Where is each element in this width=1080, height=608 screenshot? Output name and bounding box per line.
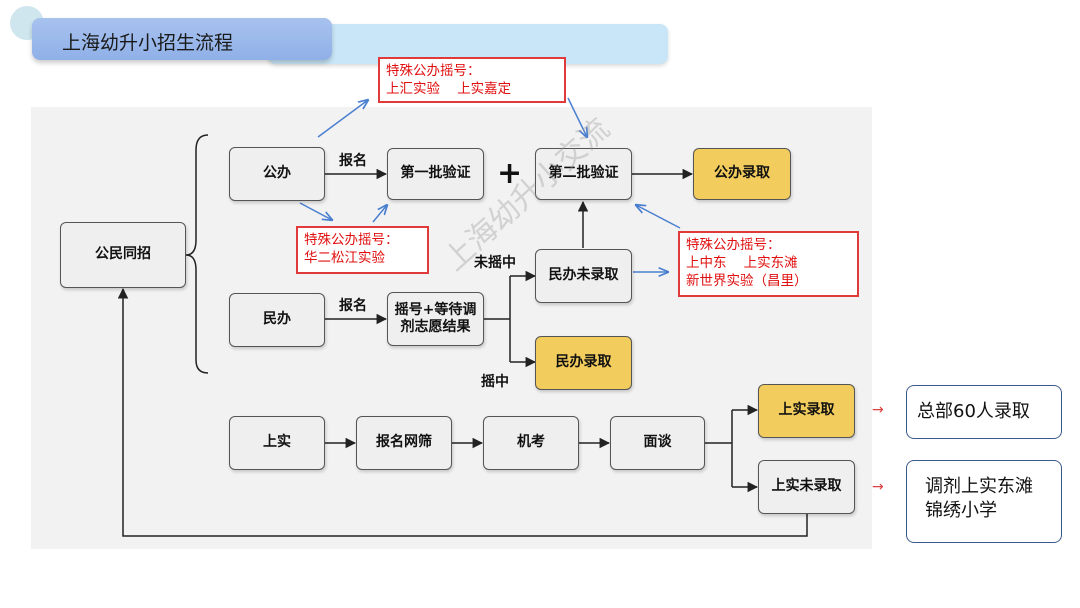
label-signup-public: 报名 <box>339 153 367 169</box>
callout-left-line1: 特殊公办摇号： <box>304 232 399 248</box>
node-first-batch-verification: 第一批验证 <box>387 148 484 200</box>
callout-right-line2: 上中东 上实东滩 <box>686 255 798 271</box>
result-hq-text: 总部60人录取 <box>917 401 1030 422</box>
label-not-drawn: 未摇中 <box>474 255 516 271</box>
node-lottery-line1: 摇号+等待调 <box>394 301 477 318</box>
callout-special-public-left: 特殊公办摇号： 华二松江实验 <box>296 226 429 274</box>
callout-special-public-right: 特殊公办摇号： 上中东 上实东滩 新世界实验（昌里） <box>678 231 859 297</box>
node-private: 民办 <box>229 293 325 347</box>
red-arrow-hq: → <box>872 402 884 418</box>
page-title: 上海幼升小招生流程 <box>62 32 234 54</box>
result-hq-admission: 总部60人录取 <box>906 385 1062 439</box>
result-transfer: 调剂上实东滩 锦绣小学 <box>906 460 1062 543</box>
node-citizen-unified-enrollment: 公民同招 <box>60 222 186 288</box>
result-transfer-line2: 锦绣小学 <box>925 500 997 521</box>
node-lottery-line2: 剂志愿结果 <box>400 319 471 335</box>
node-private-not-admitted: 民办未录取 <box>535 249 632 303</box>
node-signup-screening: 报名网筛 <box>356 416 452 470</box>
label-signup-private: 报名 <box>339 298 367 314</box>
node-shangshi-admitted: 上实录取 <box>758 384 855 438</box>
callout-top-line2: 上汇实验 上实嘉定 <box>386 81 512 97</box>
plus-sign: + <box>497 156 523 191</box>
node-shangshi: 上实 <box>229 416 325 470</box>
label-drawn: 摇中 <box>481 374 509 390</box>
node-interview: 面谈 <box>610 416 705 470</box>
node-second-batch-verification: 第二批验证 <box>535 148 632 200</box>
callout-top-line1: 特殊公办摇号： <box>386 63 481 79</box>
callout-left-line2: 华二松江实验 <box>304 250 385 266</box>
node-public-admitted: 公办录取 <box>693 148 791 200</box>
node-public: 公办 <box>229 147 325 201</box>
result-transfer-line1: 调剂上实东滩 <box>925 476 1033 497</box>
title-bar <box>32 18 332 60</box>
callout-right-line3: 新世界实验（昌里） <box>686 273 808 289</box>
red-arrow-transfer: → <box>872 479 884 495</box>
node-lottery-waiting: 摇号+等待调 剂志愿结果 <box>387 292 484 346</box>
node-private-admitted: 民办录取 <box>535 336 632 390</box>
callout-special-public-top: 特殊公办摇号： 上汇实验 上实嘉定 <box>378 57 566 103</box>
node-machine-test: 机考 <box>483 416 579 470</box>
node-shangshi-not-admitted: 上实未录取 <box>758 460 855 514</box>
callout-right-line1: 特殊公办摇号： <box>686 237 781 253</box>
